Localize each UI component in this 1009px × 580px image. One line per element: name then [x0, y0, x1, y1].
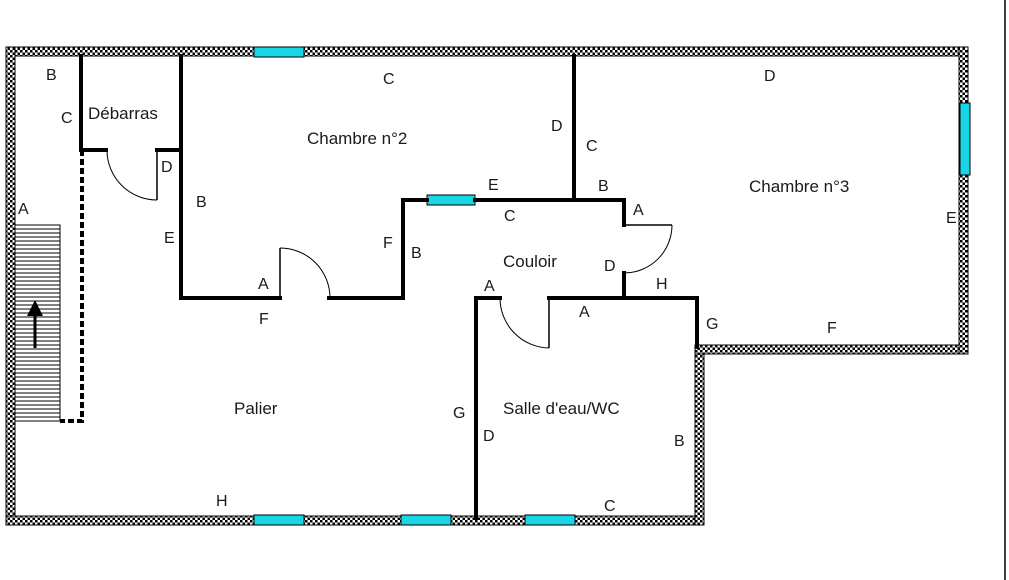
wall-label: F	[383, 235, 393, 252]
wall-label: A	[18, 201, 29, 218]
wall-label: F	[827, 320, 837, 337]
wall-label: A	[484, 278, 495, 295]
wall-label: B	[598, 178, 609, 195]
wall-right-upper	[958, 46, 969, 355]
arrow-up-icon	[27, 300, 43, 348]
wall-label: B	[411, 245, 422, 262]
wall-label: D	[604, 258, 616, 275]
wall-label: B	[196, 194, 207, 211]
wall-label: G	[453, 405, 465, 422]
window-salle-eau	[524, 514, 576, 526]
wall-label: D	[161, 159, 173, 176]
wall-label: E	[946, 210, 957, 227]
wall-label: D	[483, 428, 495, 445]
room-debarras: Débarras	[88, 104, 158, 123]
window-palier-1	[253, 514, 305, 526]
wall-left	[5, 46, 16, 526]
exterior-walls	[5, 46, 969, 526]
wall-label: C	[61, 110, 73, 127]
room-chambre3: Chambre n°3	[749, 177, 849, 196]
interior-walls	[79, 54, 699, 520]
wall-label: F	[259, 311, 269, 328]
wall-label: G	[706, 316, 718, 333]
wall-right-lower	[694, 344, 705, 526]
windows	[253, 46, 971, 526]
room-palier: Palier	[234, 399, 278, 418]
window-couloir	[426, 194, 476, 206]
wall-label: A	[633, 202, 644, 219]
room-chambre2: Chambre n°2	[307, 129, 407, 148]
door-chambre2-arc	[279, 247, 331, 299]
wall-label: D	[551, 118, 563, 135]
wall-label: C	[383, 71, 395, 88]
door-salle-eau-arc	[499, 297, 550, 349]
wall-labels: B C C D D C D B E E C B A E A F B F D A …	[18, 67, 957, 515]
room-labels: Débarras Chambre n°2 Chambre n°3 Couloir…	[88, 104, 849, 418]
wall-bottom	[5, 515, 705, 526]
wall-step	[694, 344, 969, 355]
wall-label: C	[504, 208, 516, 225]
room-couloir: Couloir	[503, 252, 557, 271]
wall-label: B	[46, 67, 57, 84]
wall-label: E	[488, 177, 499, 194]
stairs-outline	[14, 224, 61, 422]
window-chambre2	[253, 46, 305, 58]
doors	[106, 149, 673, 349]
stairs	[14, 150, 84, 423]
door-chambre3-arc	[623, 224, 673, 274]
wall-label: H	[216, 493, 228, 510]
window-palier-2	[400, 514, 452, 526]
wall-top	[5, 46, 969, 57]
wall-label: E	[164, 230, 175, 247]
stair-rail	[60, 150, 84, 423]
door-debarras-arc	[106, 149, 158, 201]
room-salle-eau: Salle d'eau/WC	[503, 399, 620, 418]
wall-label: D	[764, 68, 776, 85]
wall-label: A	[579, 304, 590, 321]
wall-label: C	[586, 138, 598, 155]
wall-label: A	[258, 276, 269, 293]
wall-label: H	[656, 276, 668, 293]
wall-label: B	[674, 433, 685, 450]
window-chambre3	[959, 102, 971, 176]
wall-label: C	[604, 498, 616, 515]
stair-steps	[15, 228, 60, 418]
